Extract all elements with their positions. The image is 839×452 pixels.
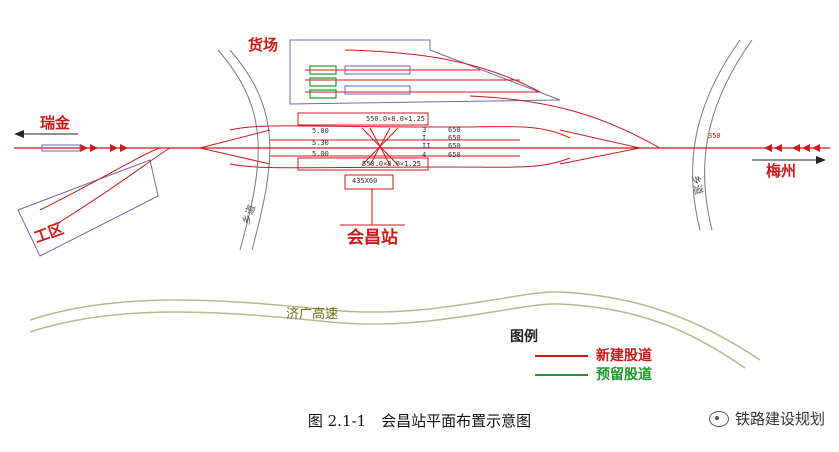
work-area-boundary	[17, 159, 159, 257]
work-area-track-b	[54, 147, 171, 226]
track-spacing-1: 5.00	[312, 127, 329, 135]
expressway-outer	[29, 291, 761, 361]
freight-yard-label: 货场	[248, 36, 279, 54]
rural-road-left-b	[229, 49, 271, 251]
east-arrow-head	[816, 156, 826, 164]
track-number-4: 4	[422, 151, 427, 159]
east-mark: 350	[708, 132, 721, 140]
platform-top-dim: 550.0×8.0×1.25	[366, 115, 426, 123]
reserved-track-block-2	[309, 77, 337, 87]
legend-title: 图例	[510, 329, 538, 345]
track-length-3: 650	[448, 142, 461, 150]
west-signal-box	[41, 144, 81, 152]
reserved-track-block-3	[309, 89, 337, 99]
station-track-3	[229, 125, 571, 139]
station-building-dim: 435X60	[352, 177, 378, 185]
east-arrows	[764, 144, 820, 152]
throat-east-b	[559, 147, 641, 165]
track-number-3: II	[422, 142, 431, 150]
track-spacing-3: 5.00	[312, 150, 329, 158]
track-number-1: 3	[422, 126, 427, 134]
rural-road-right-a	[692, 39, 741, 231]
platform-bottom-dim: 550.0×8.0×1.25	[362, 160, 422, 168]
west-arrows	[80, 144, 128, 152]
rural-road-right-b	[704, 39, 753, 231]
legend-new-label: 新建股道	[596, 348, 652, 364]
rural-road-left-a	[217, 49, 259, 251]
platform-bottom-outline	[297, 157, 429, 171]
station-name: 会昌站	[347, 228, 398, 248]
figure-caption: 图 2.1-1 会昌站平面布置示意图	[307, 412, 532, 430]
place-west: 瑞金	[40, 114, 71, 132]
track-spacing-2: 5.30	[312, 139, 329, 147]
track-number-2: I	[422, 134, 427, 142]
throat-west	[199, 129, 271, 149]
freight-platform-2	[344, 85, 411, 95]
freight-connection	[469, 95, 661, 149]
road-right-label: 乡道	[689, 174, 704, 196]
freight-platform-1	[344, 65, 411, 75]
crossover-marks	[361, 127, 399, 166]
wechat-icon	[708, 410, 729, 427]
throat-east	[559, 129, 641, 149]
track-length-2: 650	[448, 134, 461, 142]
expressway-label: 济广高速	[286, 307, 339, 322]
throat-west-b	[199, 147, 271, 165]
platform-top-outline	[297, 112, 429, 126]
reserved-track-block-1	[309, 65, 337, 75]
track-length-4: 650	[448, 151, 461, 159]
freight-track-d	[344, 49, 541, 93]
watermark-text: 铁路建设规划	[734, 410, 825, 428]
station-building-outline	[344, 174, 394, 190]
expressway-inner	[29, 303, 746, 369]
west-arrow-head	[14, 130, 24, 138]
place-east: 梅州	[766, 162, 797, 180]
track-length-1: 650	[448, 126, 461, 134]
station-track-4	[229, 157, 571, 169]
watermark: 铁路建设规划	[708, 408, 825, 429]
freight-yard-boundary	[289, 39, 561, 105]
legend-reserved-label: 预留股道	[596, 367, 652, 383]
work-area-track-a	[39, 147, 161, 211]
